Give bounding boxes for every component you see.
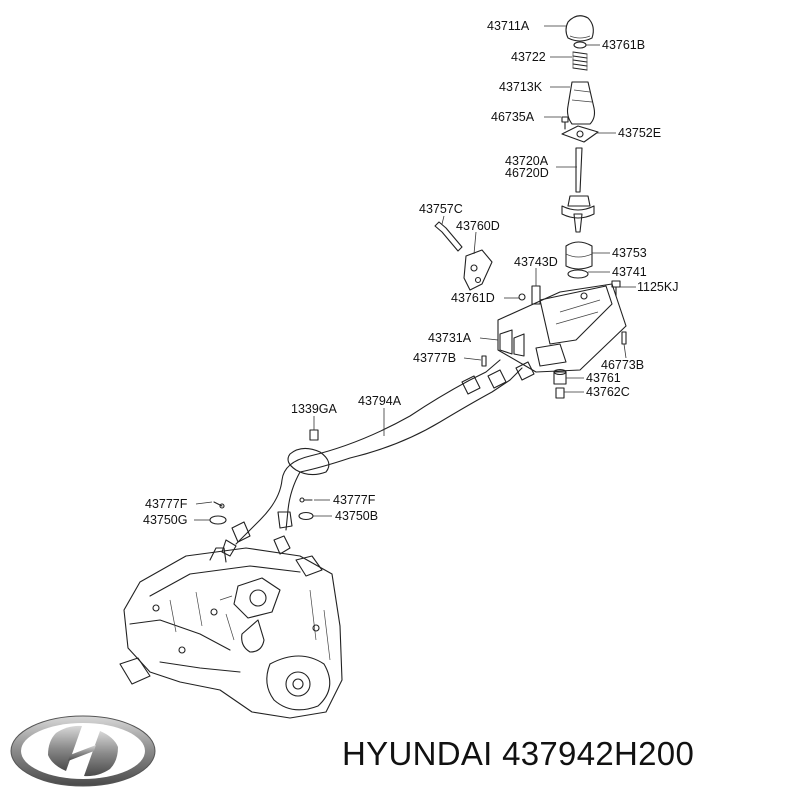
brand-part-title: HYUNDAI 437942H200: [342, 735, 694, 773]
label-43757c: 43757C: [419, 202, 463, 216]
pin-46773b: [621, 331, 627, 345]
label-46735a: 46735A: [491, 110, 535, 124]
shifter-housing: [497, 283, 627, 373]
bolt-1339ga: [309, 429, 319, 441]
clip-43777b: [481, 355, 487, 367]
label-43761d: 43761D: [451, 291, 495, 305]
label-43731a: 43731A: [428, 331, 472, 345]
shift-knob: [565, 15, 594, 42]
label-43720a: 43720A: [505, 154, 549, 168]
clip-43777f-left: [213, 501, 225, 509]
label-43750g: 43750G: [143, 513, 187, 527]
bushing-43761: [553, 368, 567, 385]
brand-name: HYUNDAI: [342, 735, 493, 772]
lever-plate: [561, 125, 599, 143]
knob-spring: [572, 51, 588, 71]
lever-ball-seat: [565, 241, 593, 270]
label-43761: 43761: [586, 371, 621, 385]
label-43753: 43753: [612, 246, 647, 260]
boot-screw: [561, 116, 569, 130]
label-46720d: 46720D: [505, 166, 549, 180]
label-43752e: 43752E: [618, 126, 661, 140]
label-1339ga: 1339GA: [291, 402, 338, 416]
bracket-bolt: [434, 221, 463, 252]
label-43794a: 43794A: [358, 394, 402, 408]
label-43741: 43741: [612, 265, 647, 279]
part-labels: 43711A 43761B 43722 43713K 46735A 43752E…: [143, 19, 678, 527]
label-43762c: 43762C: [586, 385, 630, 399]
label-43711a: 43711A: [487, 19, 530, 33]
label-43750b: 43750B: [335, 509, 378, 523]
label-46773b: 46773B: [601, 358, 644, 372]
cable-grommet-plate: [287, 447, 330, 476]
lever-washer: [567, 269, 589, 279]
clip-43777f-right: [299, 497, 313, 503]
lever-boot: [566, 81, 596, 125]
knob-bushing: [573, 41, 587, 49]
label-43743d: 43743D: [514, 255, 558, 269]
label-43713k: 43713K: [499, 80, 543, 94]
label-43777f-left: 43777F: [145, 497, 188, 511]
label-1125kj: 1125KJ: [637, 280, 678, 294]
clip-43743d: [531, 285, 541, 305]
washer-43750g: [209, 515, 227, 525]
cable-bracket: [463, 249, 493, 291]
shift-cable: [235, 359, 535, 545]
transmission-housing: [119, 535, 343, 719]
shift-lever: [561, 147, 595, 233]
sleeve-43762c: [555, 387, 565, 399]
leader-lines: [194, 25, 636, 521]
label-43722: 43722: [511, 50, 546, 64]
label-43760d: 43760D: [456, 219, 500, 233]
label-43761b: 43761B: [602, 38, 645, 52]
part-number: 437942H200: [502, 735, 695, 772]
label-43777f-right: 43777F: [333, 493, 376, 507]
washer-43750b: [298, 511, 314, 521]
label-43777b: 43777B: [413, 351, 456, 365]
hyundai-logo: [10, 715, 156, 787]
clip-43761d: [518, 293, 526, 301]
